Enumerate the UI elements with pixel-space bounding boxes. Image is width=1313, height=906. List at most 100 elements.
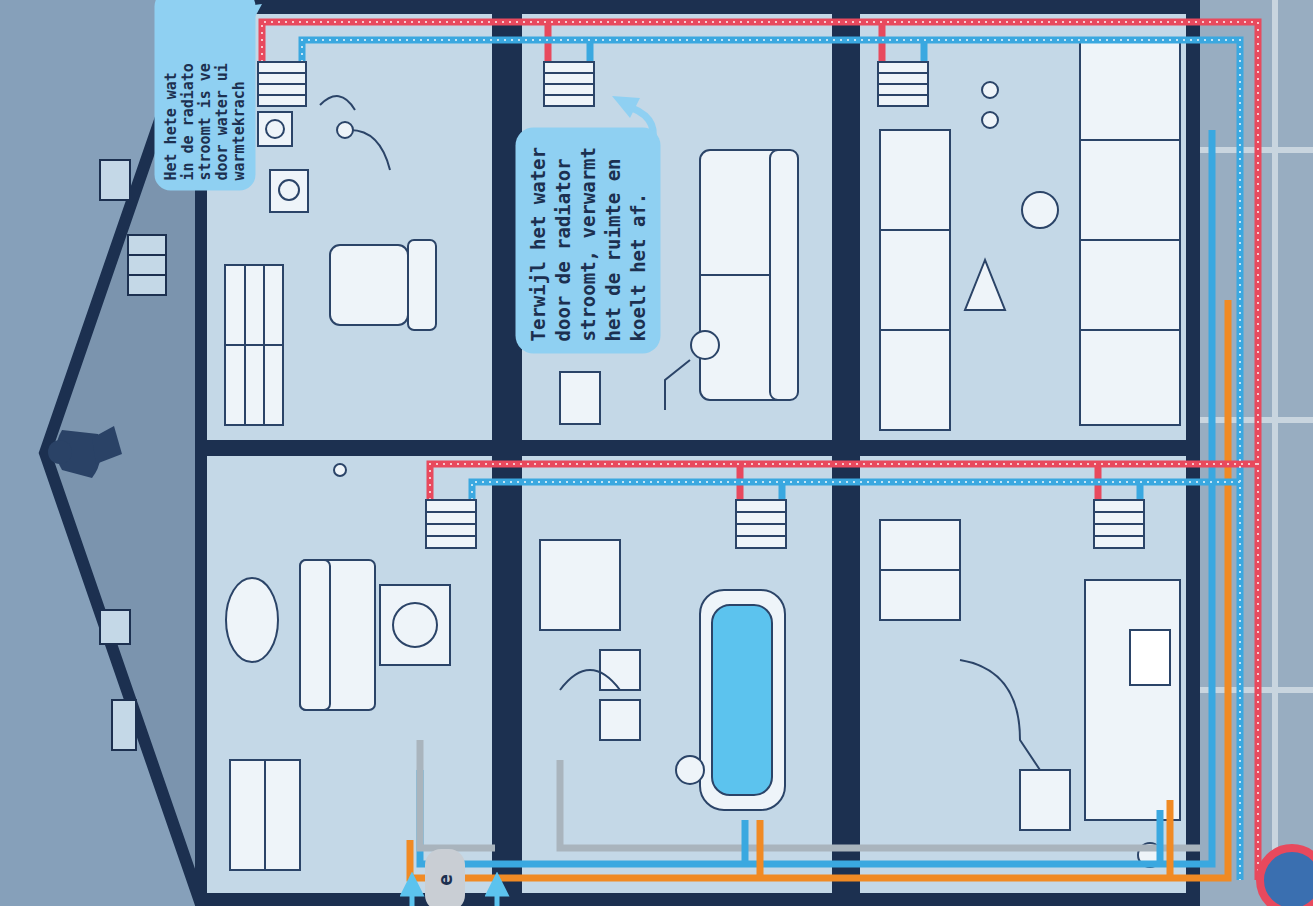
furniture-part — [258, 112, 292, 146]
furniture-part — [337, 122, 353, 138]
furniture-part — [600, 650, 640, 690]
furniture-part — [712, 605, 772, 795]
radiators-part — [878, 62, 928, 106]
heating-pipes-part — [302, 40, 1240, 880]
furniture-part — [330, 245, 408, 325]
radiators-part — [878, 94, 928, 96]
rooms-part — [860, 456, 1186, 893]
radiators-part — [426, 511, 476, 513]
furniture-part — [665, 360, 690, 410]
floors-walls-part — [205, 0, 1200, 14]
water-pipes-part — [410, 300, 1228, 878]
radiators-part — [544, 94, 594, 96]
radiators-part — [1094, 535, 1144, 537]
attic-part — [128, 235, 166, 295]
furniture-part — [393, 603, 437, 647]
heating-pipes — [262, 22, 1258, 880]
furniture-part — [880, 520, 960, 620]
pipe-dots-part — [430, 464, 1258, 500]
attic-part — [100, 160, 130, 200]
floors-walls-part — [205, 440, 1200, 456]
attic-part — [128, 274, 166, 276]
basement-part-part — [1272, 0, 1278, 906]
callout-text: Het hete wat in de radiato stroomt is ve… — [163, 56, 248, 180]
rooms-part — [860, 14, 1186, 440]
attic — [48, 160, 166, 750]
radiators-part — [736, 523, 786, 525]
water-pipes-part — [420, 740, 1200, 848]
furniture-part — [270, 170, 308, 212]
callout-text: Terwijl het water door de radiator stroo… — [526, 139, 651, 341]
floors-walls — [195, 0, 1200, 906]
radiators-part — [426, 535, 476, 537]
furniture-part — [600, 700, 640, 740]
furniture-part — [1080, 40, 1180, 425]
radiators-part — [258, 62, 306, 106]
furniture-part — [982, 82, 998, 98]
furniture-part — [1020, 770, 1070, 830]
attic-part — [48, 440, 72, 464]
attic-part — [100, 610, 130, 644]
furniture-part — [1130, 630, 1170, 685]
callout-shapes-part — [612, 96, 640, 118]
furniture-part — [965, 260, 1005, 310]
house-shell-part — [45, 0, 1313, 906]
heating-pipes-part — [430, 464, 1258, 500]
radiators-part — [544, 83, 594, 85]
furniture-part — [700, 590, 785, 810]
furniture-part — [408, 240, 436, 330]
boiler — [1260, 848, 1313, 906]
radiators-part — [736, 511, 786, 513]
radiators-part — [544, 62, 594, 106]
furniture-part — [1022, 192, 1058, 228]
furniture-part — [225, 265, 283, 425]
boiler-part — [1260, 848, 1313, 906]
furniture-part — [300, 560, 330, 710]
attic-part — [128, 254, 166, 256]
furniture-part — [279, 180, 299, 200]
rooms — [207, 14, 1186, 893]
radiators-part — [258, 72, 306, 74]
furniture-part — [880, 329, 950, 331]
furniture-part — [960, 660, 1040, 770]
water-pipes-part — [745, 810, 1160, 864]
radiators-part — [1094, 500, 1144, 548]
pipe-dots — [262, 22, 1258, 880]
house-shell — [45, 0, 1313, 906]
radiators-part — [878, 72, 928, 74]
radiators-part — [544, 72, 594, 74]
rooms-part — [522, 456, 832, 893]
leader-arrows-part — [495, 884, 500, 906]
radiators-part — [736, 535, 786, 537]
furniture-part — [266, 120, 284, 138]
water-pipes-part — [420, 130, 1212, 864]
radiators — [258, 62, 1144, 548]
radiators-part — [426, 500, 476, 548]
furniture-part — [230, 760, 300, 870]
furniture-part — [226, 578, 278, 662]
furniture-part — [334, 464, 346, 476]
radiators-part — [258, 83, 306, 85]
furniture-part — [676, 756, 704, 784]
leader-arrows-part — [410, 884, 415, 906]
furniture-part — [264, 760, 266, 870]
furniture-part — [380, 585, 450, 665]
furniture-part — [770, 150, 798, 400]
pipe-dots-part — [262, 22, 1258, 880]
furniture-part — [300, 560, 375, 710]
furniture-part — [880, 229, 950, 231]
furniture-part — [1080, 139, 1180, 141]
furniture-part — [880, 569, 960, 571]
attic-part — [112, 700, 136, 750]
furniture-part — [1080, 239, 1180, 241]
water-pipes-part — [760, 800, 1170, 878]
floors-walls-part — [205, 893, 1200, 906]
rooms-part — [207, 456, 492, 893]
furniture-part — [1085, 580, 1180, 820]
heating-pipes-part — [262, 22, 1258, 880]
callout-bubble: e — [425, 849, 465, 906]
